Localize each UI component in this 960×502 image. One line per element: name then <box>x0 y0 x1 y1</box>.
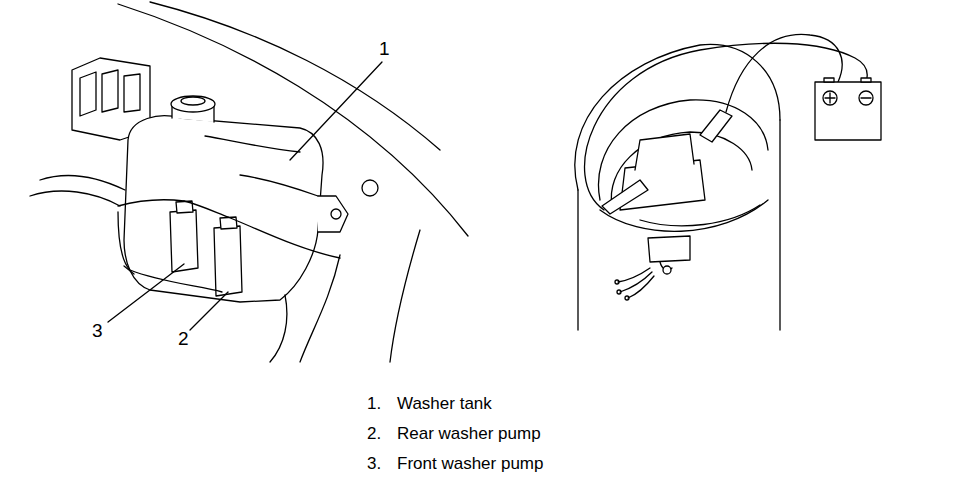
alligator-clip <box>700 110 732 142</box>
tank-bracket <box>318 196 348 232</box>
alligator-clip <box>602 180 648 214</box>
filler-cap <box>181 97 205 105</box>
tank-ridge <box>205 136 300 152</box>
pump-connector <box>220 217 237 229</box>
wire <box>118 212 222 292</box>
fender-edge <box>270 295 287 362</box>
hose <box>40 175 125 190</box>
bracket-bolt <box>331 209 341 219</box>
pump-leads <box>618 268 654 298</box>
part-name: Front washer pump <box>397 454 543 474</box>
washer-tank <box>124 116 323 302</box>
test-lead <box>726 34 842 112</box>
front-washer-pump <box>170 210 198 272</box>
wire-clip <box>124 266 134 274</box>
battery <box>815 82 881 140</box>
lead-end <box>617 290 621 294</box>
engine-bay-drawing <box>30 2 468 362</box>
tank-ridge <box>240 175 318 196</box>
lead-end <box>615 280 619 284</box>
filler-cap <box>171 96 215 112</box>
negative-symbol <box>861 97 871 98</box>
callout-number: 1 <box>379 38 390 60</box>
hose <box>30 191 120 206</box>
wire <box>184 201 228 217</box>
legend-number: 3. <box>367 454 381 474</box>
relay-box <box>80 70 140 116</box>
battery-terminal <box>824 78 834 82</box>
battery-terminal <box>861 78 871 82</box>
lead-end <box>625 296 629 300</box>
body-hole <box>362 180 378 196</box>
wire <box>228 217 340 258</box>
callout-number: 2 <box>178 328 189 350</box>
part-name: Washer tank <box>397 394 492 414</box>
rear-washer-pump <box>214 226 242 296</box>
tank-wall <box>577 190 578 330</box>
positive-symbol <box>823 91 837 105</box>
legend-number: 2. <box>367 424 381 444</box>
positive-symbol <box>825 93 835 103</box>
part-name: Rear washer pump <box>397 424 541 444</box>
negative-symbol <box>859 91 873 105</box>
tank-wall <box>779 120 780 330</box>
callout-number: 3 <box>92 320 103 342</box>
pump-connector <box>635 134 694 170</box>
leader-line <box>108 264 184 322</box>
fender-edge <box>390 230 420 362</box>
legend-number: 1. <box>367 394 381 414</box>
pump-outlet <box>648 236 690 262</box>
leader-line <box>290 62 382 160</box>
leader-line <box>190 292 228 330</box>
fender-edge <box>300 255 340 362</box>
wire <box>118 200 184 206</box>
pump-test-drawing <box>575 34 881 330</box>
pump-nozzle <box>663 266 671 274</box>
tank-contour <box>640 205 760 226</box>
